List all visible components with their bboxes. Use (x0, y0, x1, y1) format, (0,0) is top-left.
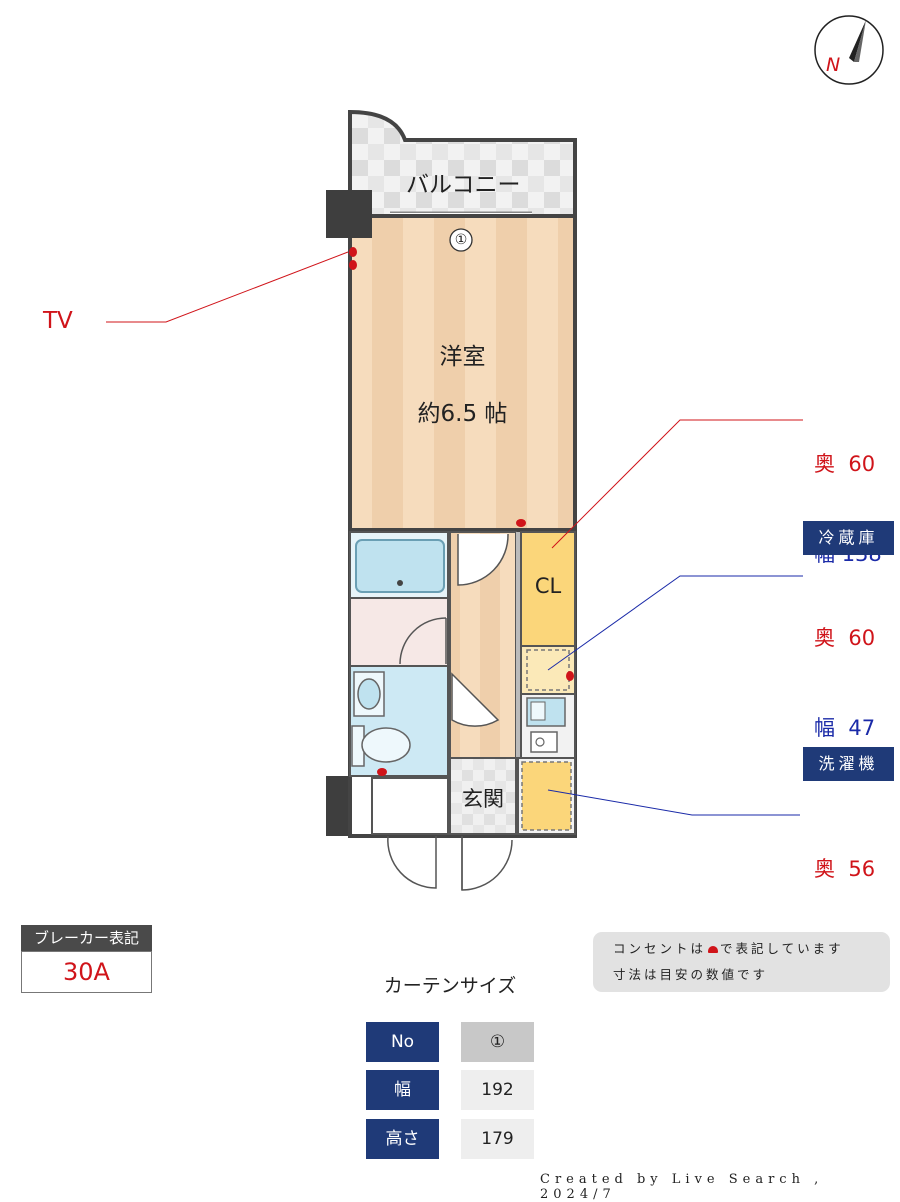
fridge-width-label: 幅 (814, 716, 835, 740)
outlet-marker-icon (708, 946, 719, 953)
washer-tag: 洗濯機 (803, 747, 894, 781)
notes-line-1: コンセントはで表記しています (613, 941, 844, 956)
fridge-dimensions: 奥 60 幅 47 (814, 563, 875, 773)
fridge-leader (547, 575, 803, 671)
washer-leader (547, 789, 800, 816)
fridge-width-value: 47 (848, 716, 876, 740)
balcony (348, 109, 577, 218)
entrance (449, 757, 517, 835)
front-door-left (387, 835, 437, 889)
washroom-door (399, 617, 447, 665)
curtain-title: カーテンサイズ (383, 975, 517, 997)
breaker-value: 30A (21, 951, 152, 993)
pillar-top (326, 190, 372, 238)
closet-depth-label: 奥 (814, 452, 835, 476)
closet-leader (551, 419, 803, 549)
compass-label: N (826, 54, 841, 76)
closet-label: CL (534, 574, 562, 598)
curtain-row-height-header: 高さ (366, 1119, 439, 1159)
western-room-label: 洋室 (439, 344, 486, 370)
fridge-tag: 冷蔵庫 (803, 521, 894, 555)
closet (520, 531, 576, 647)
storage-closet (371, 777, 449, 835)
notes-box: コンセントはで表記しています 寸法は目安の数値です (593, 932, 890, 992)
curtain-row-no-header: No (366, 1022, 439, 1062)
fridge-depth-value: 60 (848, 626, 876, 650)
western-room (348, 214, 577, 532)
curtain-row-no-value: ① (461, 1022, 534, 1062)
outlet-markers (349, 247, 574, 776)
balcony-label: バルコニー (406, 172, 521, 198)
western-room-size: 約6.5 帖 (417, 401, 508, 427)
compass (814, 15, 884, 85)
toilet-door (451, 672, 500, 727)
closet-depth-value: 60 (848, 452, 876, 476)
fridge-depth-label: 奥 (814, 626, 835, 650)
breaker-header: ブレーカー表記 (21, 925, 152, 951)
footer-credit: Created by Live Search , 2024/7 (540, 1172, 824, 1202)
kitchen (520, 693, 576, 759)
front-door-right (461, 836, 513, 891)
washer-depth-value: 56 (848, 857, 876, 881)
washer-space (517, 757, 576, 835)
bathroom (349, 531, 449, 599)
tv-label: TV (43, 308, 73, 334)
curtain-row-width-header: 幅 (366, 1070, 439, 1110)
curtain-row-height-value: 179 (461, 1119, 534, 1159)
entrance-label: 玄関 (462, 787, 504, 811)
washer-depth-label: 奥 (814, 857, 835, 881)
washroom (349, 597, 449, 667)
room-door (457, 533, 509, 586)
toilet-room (349, 665, 449, 777)
window-number: ① (454, 232, 468, 248)
window-number-circle (449, 228, 473, 252)
curtain-row-width-value: 192 (461, 1070, 534, 1110)
tv-leader (106, 251, 349, 323)
notes-line-2: 寸法は目安の数値です (613, 967, 769, 982)
